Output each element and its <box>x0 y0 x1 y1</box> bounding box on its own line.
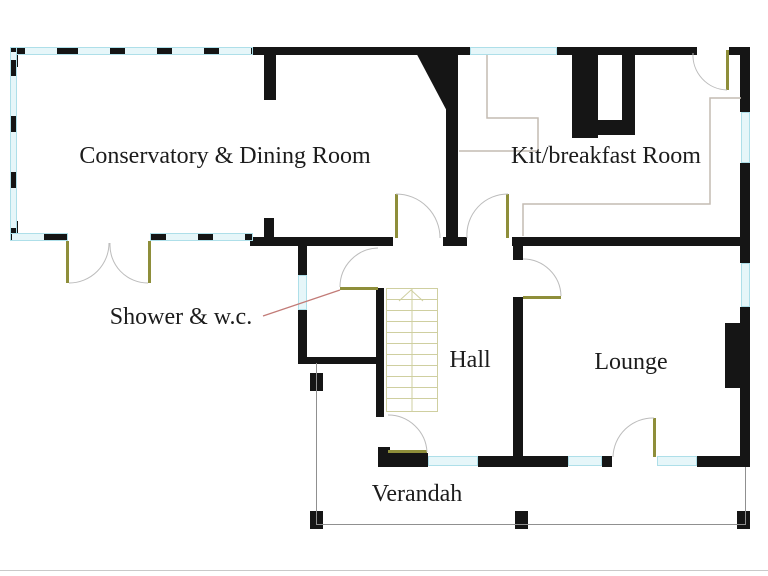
wall-left-a <box>298 246 307 275</box>
wall-stub-bottom <box>264 218 274 238</box>
room-label-conservatory: Conservatory & Dining Room <box>79 143 371 169</box>
wall-bottom-c <box>602 456 612 467</box>
wall-corner-triangle <box>413 47 458 132</box>
wall-left-b <box>298 310 307 363</box>
kitchen-entry-door-arc <box>692 52 728 91</box>
wall-mid-a <box>250 237 393 246</box>
wall-shower-bottom <box>298 357 384 364</box>
wall-mid-b <box>443 237 467 246</box>
window-lounge-right <box>741 263 750 307</box>
fireplace-block <box>725 323 750 388</box>
glazed-wall-bottom-right <box>150 233 253 241</box>
french-door-left-arc <box>68 242 110 284</box>
window-bottom-3 <box>657 456 697 466</box>
wall-bottom-b <box>478 456 568 467</box>
wall-stub-top <box>264 55 276 100</box>
chimney-foot <box>590 120 635 135</box>
dining-hall-door-arc <box>395 193 441 239</box>
wall-top-a <box>253 47 470 55</box>
kitchen-hall-door-arc <box>466 193 509 239</box>
wall-bottom-a <box>378 453 428 467</box>
kitchen-counter-right <box>522 97 741 236</box>
wall-bottom-d <box>697 456 748 467</box>
hall-verandah-door-arc <box>387 414 428 453</box>
kitchen-counter-left <box>459 55 539 152</box>
room-label-hall: Hall <box>449 347 491 373</box>
wall-mid-c <box>512 237 750 246</box>
room-label-kitchen: Kit/breakfast Room <box>511 143 701 169</box>
window-kitchen-right <box>741 112 750 163</box>
window-shower-left <box>298 275 307 310</box>
lounge-door-arc <box>522 258 562 297</box>
wall-right-b <box>740 163 750 263</box>
window-bottom-1 <box>428 456 478 466</box>
wall-bottom-a-block <box>378 447 390 467</box>
lounge-verandah-door-arc <box>612 417 655 458</box>
wall-stair-side <box>376 288 384 417</box>
wall-right-a <box>740 47 750 112</box>
room-label-lounge: Lounge <box>594 349 668 375</box>
french-door-right-arc <box>109 242 149 284</box>
image-border-bottom <box>0 570 768 571</box>
shower-label-leader-line <box>262 289 341 317</box>
chimney-bar <box>622 50 635 123</box>
room-label-shower: Shower & w.c. <box>109 304 253 330</box>
glazed-wall-bottom-left <box>10 233 68 241</box>
wall-hall-lounge-b <box>513 297 523 457</box>
wall-hall-lounge-a <box>513 246 523 260</box>
window-bottom-2 <box>568 456 602 466</box>
shower-door-arc <box>339 247 379 288</box>
room-label-verandah: Verandah <box>371 481 463 507</box>
wall-top-c <box>729 47 750 55</box>
staircase-up-arrow <box>398 289 424 302</box>
staircase <box>386 288 438 412</box>
window-top <box>470 47 557 55</box>
